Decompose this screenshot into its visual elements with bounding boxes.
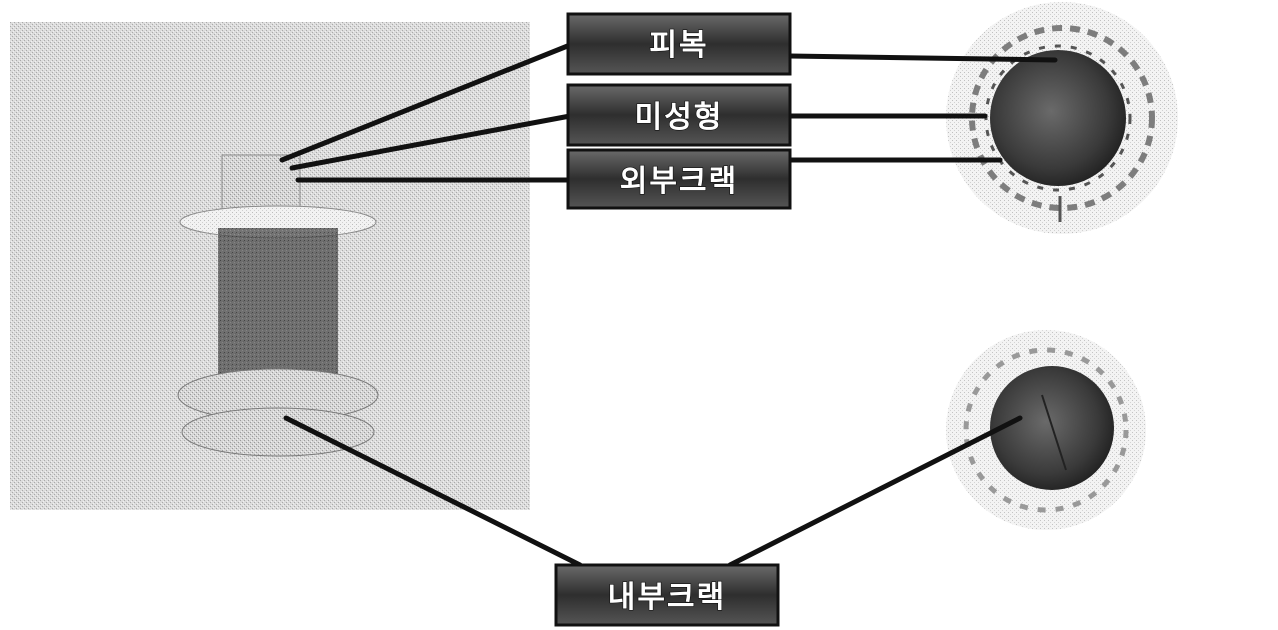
label-middle: 미성형 — [566, 83, 792, 147]
label-top-text: 피복 — [649, 28, 708, 63]
leader-lines — [279, 42, 1058, 568]
specimen-base — [181, 407, 375, 457]
specimen-top-nub — [221, 154, 301, 211]
leader-bottom-right — [727, 415, 1023, 568]
specimen-body — [218, 228, 338, 378]
leader-top-left — [279, 42, 573, 163]
label-lower-text: 외부크랙 — [620, 164, 738, 199]
label-lower: 외부크랙 — [566, 148, 792, 210]
label-middle-text: 미성형 — [635, 100, 724, 135]
leader-top-right — [787, 53, 1058, 63]
leader-bottom-left — [283, 415, 583, 568]
specimen-photo — [10, 22, 530, 510]
label-bottom: 내부크랙 — [554, 563, 780, 627]
label-top: 피복 — [566, 12, 792, 76]
cross-section-bottom — [946, 330, 1146, 530]
label-bottom-text: 내부크랙 — [608, 580, 726, 615]
leader-middle-left — [289, 113, 573, 171]
